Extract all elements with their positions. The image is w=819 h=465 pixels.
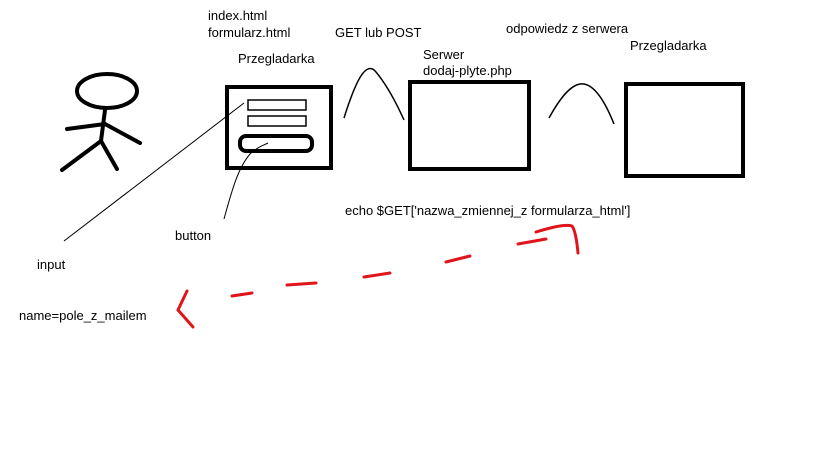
form-input-field-2 bbox=[247, 115, 307, 127]
stick-figure-arm-left bbox=[65, 122, 107, 131]
arrow-dash bbox=[230, 291, 254, 298]
user-stick-figure bbox=[60, 72, 142, 172]
response-arc bbox=[548, 83, 615, 125]
button-label: button bbox=[175, 228, 212, 243]
browser-left-label: Przegladarka bbox=[238, 51, 315, 66]
arrow-dash bbox=[285, 281, 318, 287]
name-attribute-label: name=pole_z_mailem bbox=[19, 308, 147, 323]
arrow-dash bbox=[534, 223, 580, 255]
red-dashed-arrow bbox=[176, 223, 580, 329]
server-label: Serwer bbox=[423, 47, 465, 62]
request-arc bbox=[343, 67, 405, 121]
arrow-dash bbox=[362, 271, 392, 279]
input-pointer-line bbox=[63, 102, 245, 242]
form-input-field-1 bbox=[247, 99, 307, 111]
form-submit-button bbox=[238, 134, 314, 153]
server-script-label: dodaj-plyte.php bbox=[423, 63, 512, 78]
input-label: input bbox=[37, 257, 66, 272]
browser-window-left bbox=[225, 85, 333, 170]
arrow-dash bbox=[516, 237, 548, 246]
arrow-head bbox=[176, 289, 195, 329]
button-pointer-line bbox=[223, 142, 269, 220]
request-label: GET lub POST bbox=[335, 25, 422, 40]
server-box bbox=[408, 80, 531, 171]
arrow-dash bbox=[444, 254, 472, 264]
browser-window-right bbox=[624, 82, 745, 178]
stick-figure-leg-right bbox=[99, 139, 119, 171]
files-label-form: formularz.html bbox=[208, 25, 291, 40]
stick-figure-head bbox=[75, 72, 139, 110]
browser-frame bbox=[225, 85, 333, 170]
stick-figure-arm-right bbox=[103, 122, 142, 145]
files-label-index: index.html bbox=[208, 8, 268, 23]
echo-label: echo $GET['nazwa_zmiennej_z formularza_h… bbox=[345, 203, 631, 218]
stick-figure-leg-left bbox=[60, 139, 103, 172]
browser-right-label: Przegladarka bbox=[630, 38, 707, 53]
response-label: odpowiedz z serwera bbox=[506, 21, 629, 36]
